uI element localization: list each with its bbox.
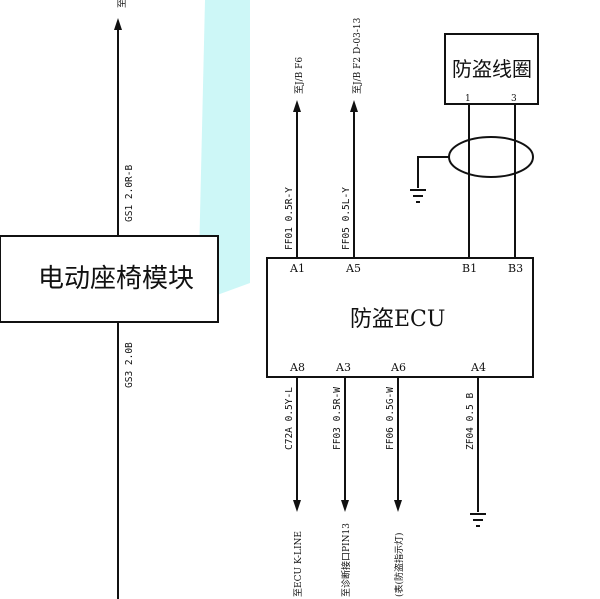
arrow-down-ff06 (394, 500, 402, 512)
label-ff06: FF06 0.5G-W (385, 387, 396, 450)
coil-pin-3: 3 (511, 94, 517, 104)
ecu-box (266, 257, 534, 378)
pin-a1: A1 (289, 262, 305, 275)
coil-label: 防盗线圈 (452, 57, 532, 81)
shield-ellipse (448, 136, 534, 178)
dest-diag-pin13: 至诊断接口PIN13 (340, 523, 352, 597)
shield-ground-lead (417, 156, 449, 188)
coil-pin-1: 1 (465, 94, 471, 104)
label-gs3: GS3 2.0B (124, 342, 135, 388)
pin-b3: B3 (508, 262, 523, 275)
dest-jb-f2: 至J/B F2 D-03-13 (352, 17, 363, 94)
highlight-band (198, 0, 250, 302)
arrow-up-gs1 (114, 18, 122, 30)
pin-a5: A5 (345, 262, 361, 275)
dest-jb-f6: 至J/B F6 (294, 57, 305, 94)
pin-a3: A3 (335, 361, 351, 374)
label-zf04: ZF04 0.5 B (465, 393, 476, 450)
pin-a4: A4 (470, 361, 486, 374)
dest-top-left: 至 (117, 0, 128, 8)
pin-b1: B1 (462, 262, 477, 275)
dest-meter-lamp: (表(防盗指示灯) (393, 532, 405, 597)
dest-ecu-kline: 至ECU K-LINE (293, 531, 304, 597)
ecu-label: 防盗ECU (350, 307, 445, 332)
coil-box (444, 33, 539, 105)
label-ff03: FF03 0.5R-W (332, 387, 343, 450)
label-ff05: FF05 0.5L-Y (341, 187, 352, 250)
arrow-up-ff01 (293, 100, 301, 112)
arrow-down-ff03 (341, 500, 349, 512)
label-ff01: FF01 0.5R-Y (284, 187, 295, 250)
label-gs1: GS1 2.0R-B (124, 165, 135, 222)
seat-module-label: 电动座椅模块 (38, 264, 194, 294)
seat-module-box (0, 235, 219, 323)
ground-icon-zf04 (470, 513, 486, 527)
pin-a6: A6 (390, 361, 406, 374)
arrow-up-ff05 (350, 100, 358, 112)
arrow-down-c72a (293, 500, 301, 512)
pin-a8: A8 (289, 361, 305, 374)
label-c72a: C72A 0.5Y-L (284, 387, 295, 450)
ground-icon-shield (410, 189, 426, 203)
